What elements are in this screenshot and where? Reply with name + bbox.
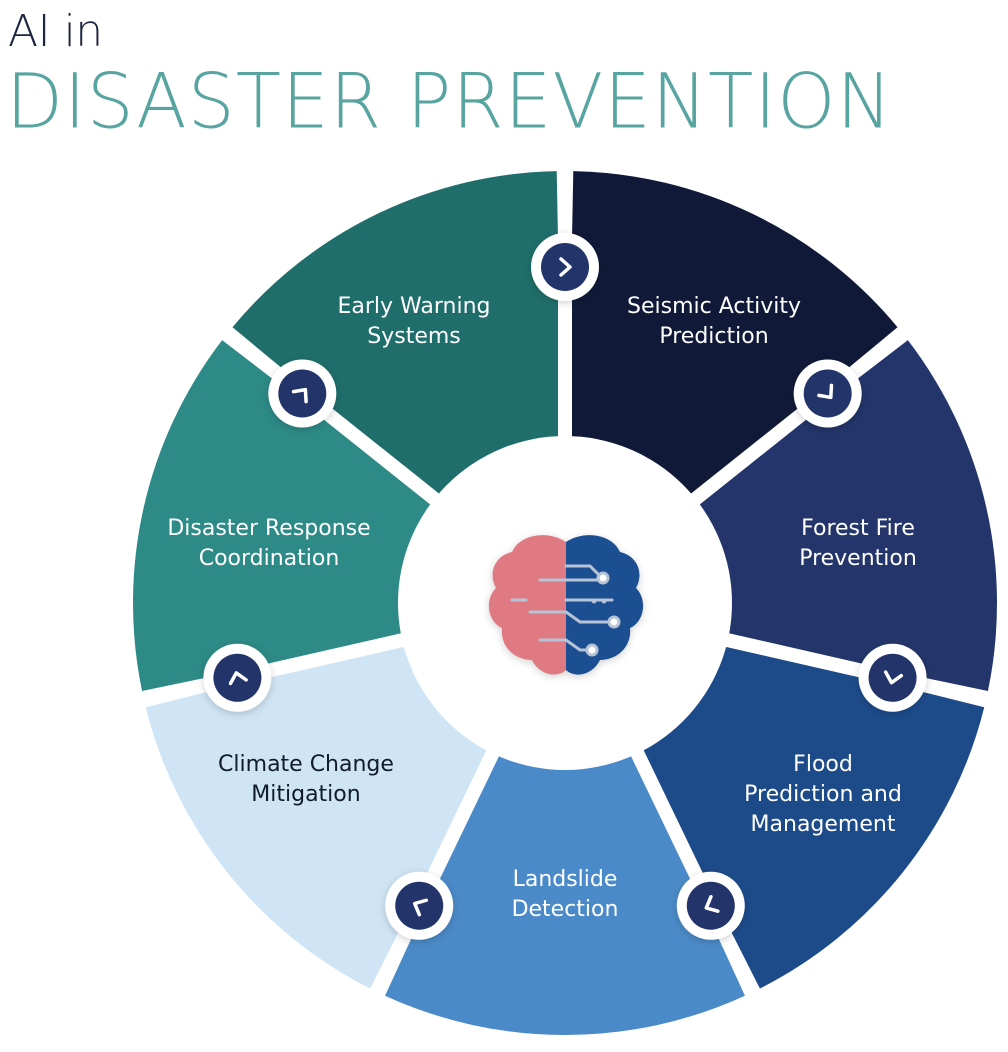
title-line-1: AI in — [8, 6, 103, 57]
chevron-icon — [268, 359, 337, 428]
segment-label-line: Landslide — [513, 867, 618, 892]
segment-label-line: Coordination — [199, 546, 340, 571]
segment-label-line: Mitigation — [251, 782, 360, 807]
chevron-icon — [676, 871, 745, 940]
brain-circuit-icon — [488, 535, 644, 675]
chevron-icon — [793, 359, 862, 428]
chevron-icon — [203, 643, 272, 712]
title-line-2: DISASTER PREVENTION — [6, 58, 893, 146]
chevron-icon — [385, 871, 454, 940]
segment-label-line: Flood — [793, 752, 853, 777]
chevron-right-icon — [531, 233, 599, 301]
segment-landslide — [385, 603, 745, 1035]
segment-label-line: Early Warning — [337, 294, 490, 319]
segment-label-line: Prediction — [659, 324, 768, 349]
segment-label-line: Climate Change — [218, 752, 394, 777]
segment-label-line: Forest Fire — [801, 516, 915, 541]
segment-label-line: Disaster Response — [167, 516, 370, 541]
segment-label-line: Systems — [367, 324, 461, 349]
segment-label-line: Management — [751, 812, 896, 837]
segment-label-line: Prediction and — [744, 782, 902, 807]
segment-label-line: Detection — [512, 897, 619, 922]
segment-label-line: Prevention — [799, 546, 917, 571]
segment-label-line: Seismic Activity — [627, 294, 801, 319]
chevron-icon — [858, 643, 927, 712]
